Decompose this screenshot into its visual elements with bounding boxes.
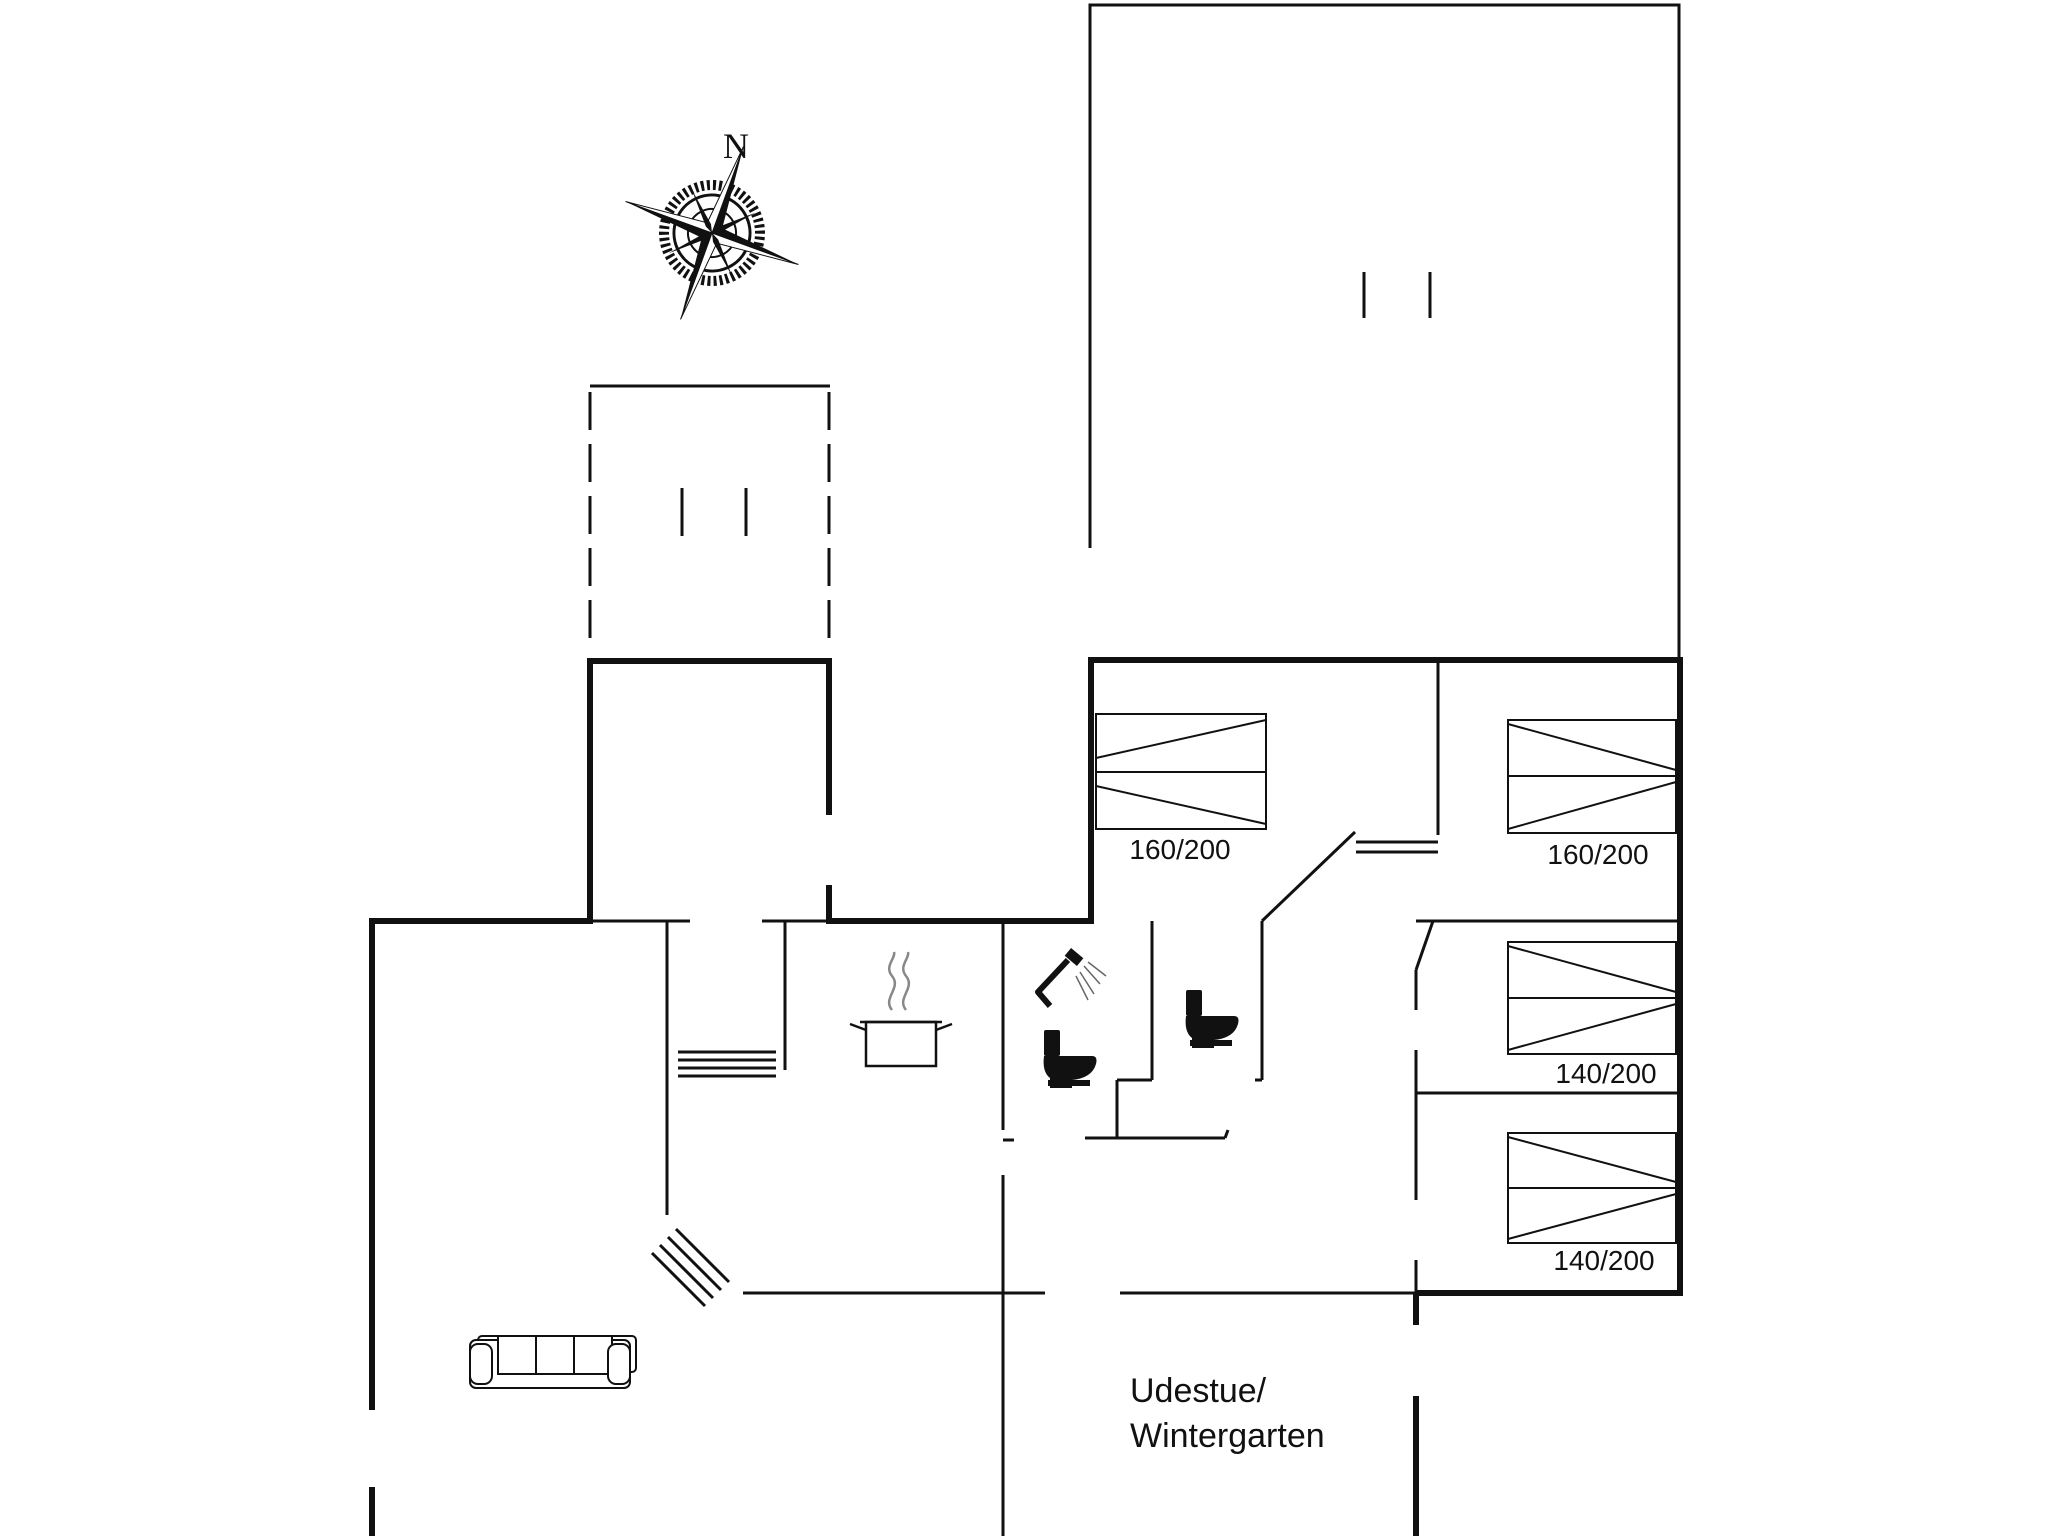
bed-size-label: 140/200 (1553, 1245, 1654, 1276)
bed-2 (1507, 719, 1677, 834)
interior-walls (590, 660, 1680, 1536)
sofa-icon (469, 1335, 637, 1389)
bed-1 (1095, 713, 1267, 830)
carport-outline (588, 384, 831, 652)
toilet-icon (1185, 990, 1239, 1048)
compass-north-label: N (723, 126, 749, 166)
bed-size-label: 140/200 (1555, 1058, 1656, 1089)
shower-icon (1035, 948, 1107, 1008)
terrace-outline (1088, 3, 1681, 660)
compass-rose-icon (625, 146, 799, 320)
bed-3 (1507, 941, 1677, 1055)
room-label-conservatory: Wintergarten (1130, 1417, 1325, 1455)
bed-4 (1507, 1132, 1677, 1244)
stairs-entry (678, 1050, 776, 1078)
diagonal-sliding-door (650, 1227, 731, 1308)
cooking-pot-icon (849, 951, 953, 1068)
toilet-icon (1043, 1030, 1097, 1088)
bed-size-label: 160/200 (1129, 834, 1230, 865)
outer-walls (369, 657, 1683, 1536)
bed-size-label: 160/200 (1547, 839, 1648, 870)
room-label-conservatory: Udestue/ (1130, 1372, 1267, 1410)
